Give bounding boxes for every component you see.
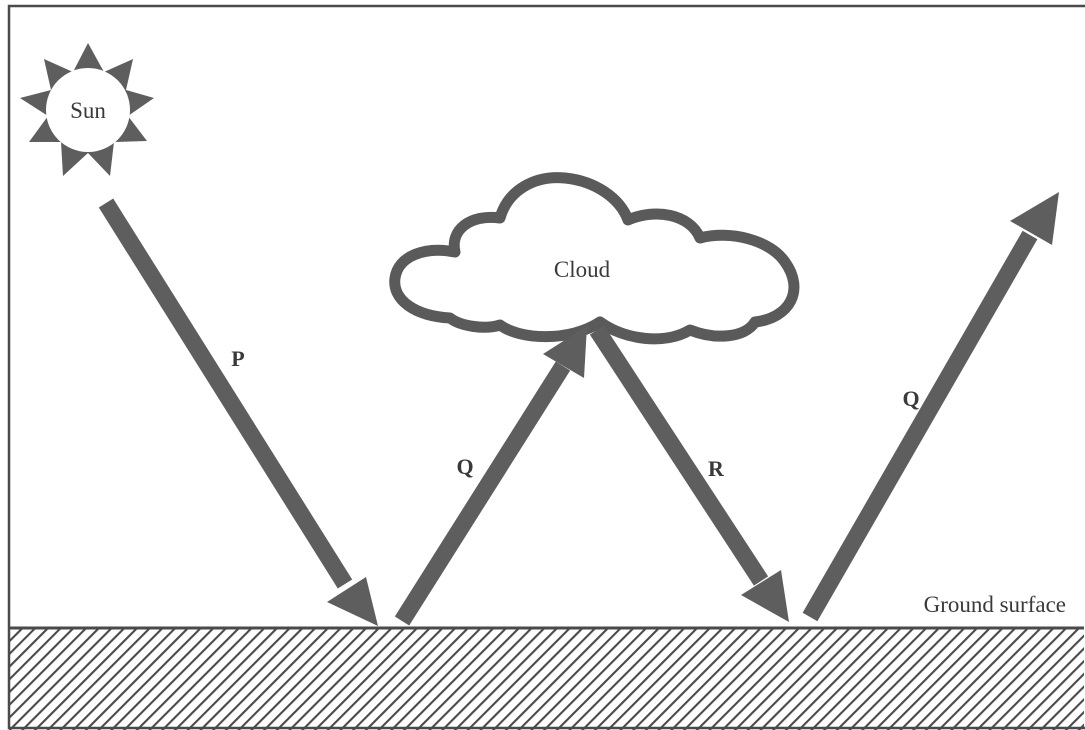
- arrow-q-to-space-shaft: [802, 230, 1038, 622]
- arrow-q-to-cloud-head: [543, 326, 587, 378]
- arrow-q-to-space-head: [1010, 192, 1059, 245]
- sun: Sun: [20, 43, 154, 176]
- arrow-q-to-cloud-shaft: [394, 361, 571, 626]
- diagram-frame: [7, 4, 1085, 730]
- arrow-r-shaft: [589, 325, 769, 586]
- arrow-q-to-cloud: [394, 326, 587, 626]
- cloud-label: Cloud: [554, 257, 611, 282]
- ground-surface-label: Ground surface: [924, 592, 1066, 617]
- ground-hatch: [9, 629, 1084, 730]
- arrow-r-head: [741, 570, 789, 622]
- arrow-p-shaft: [98, 198, 353, 589]
- ground: [9, 626, 1084, 730]
- arrow-r-label: R: [708, 456, 725, 481]
- arrow-q-to-space-label: Q: [902, 386, 919, 411]
- arrow-q-to-space: [802, 192, 1059, 622]
- arrow-p-label: P: [231, 346, 244, 371]
- cloud: Cloud: [389, 172, 800, 345]
- cloud-icon: [389, 172, 800, 345]
- arrow-r: [589, 325, 789, 622]
- arrow-q-to-cloud-label: Q: [456, 454, 473, 479]
- sun-disc: [46, 68, 130, 152]
- arrow-p: [98, 198, 378, 626]
- arrow-p-head: [327, 577, 378, 626]
- sun-label: Sun: [70, 98, 106, 123]
